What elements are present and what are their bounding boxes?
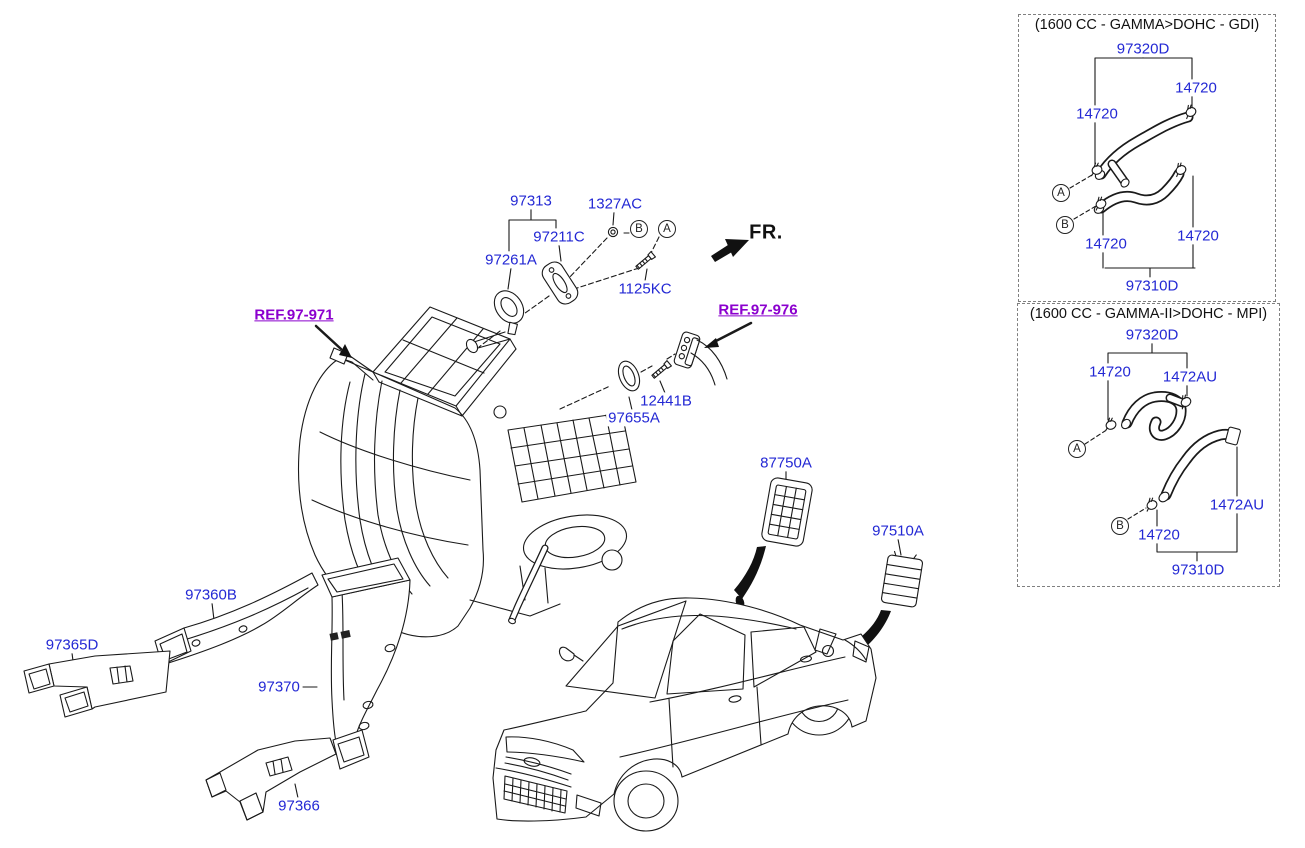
inset-mpi-art xyxy=(1084,341,1241,562)
part-label-97366: 97366 xyxy=(276,797,322,815)
duct-97366-drawing xyxy=(205,737,337,821)
gdi-label-97310d: 97310D xyxy=(1123,277,1181,295)
mpi-label-97320d: 97320D xyxy=(1123,326,1181,344)
heater-hose-connector-drawing xyxy=(673,331,728,386)
roof-vent-arrow xyxy=(734,546,766,609)
part-label-97655a: 97655A xyxy=(606,409,662,427)
roof-vent-87750a-drawing xyxy=(761,477,813,547)
bolt-12441b-drawing xyxy=(650,360,672,381)
inset-box-gdi: (1600 CC - GAMMA>DOHC - GDI) xyxy=(1018,14,1276,302)
inset-gdi-title: (1600 CC - GAMMA>DOHC - GDI) xyxy=(1032,17,1262,33)
seal-97655a-drawing xyxy=(617,360,641,392)
callout-a-main: A xyxy=(658,220,676,238)
duct-97365d-drawing xyxy=(23,650,171,718)
part-label-97360b: 97360B xyxy=(183,586,239,604)
mpi-label-1472au-top-right: 1472AU xyxy=(1160,368,1220,386)
ref-971-arrow xyxy=(314,324,352,358)
gdi-callout-a: A xyxy=(1052,184,1070,202)
inset-mpi-title: (1600 CC - GAMMA-II>DOHC - MPI) xyxy=(1027,306,1270,322)
gdi-label-97320d: 97320D xyxy=(1114,40,1172,58)
part-label-97365d: 97365D xyxy=(43,636,101,654)
part-label-1125kc: 1125KC xyxy=(616,280,674,298)
ref-link-97-971[interactable]: REF.97-971 xyxy=(252,306,336,324)
heater-unit-drawing xyxy=(298,306,637,638)
duct-97370-drawing xyxy=(321,557,411,770)
mpi-label-14720-bottom: 14720 xyxy=(1136,526,1182,544)
mpi-label-1472au-right: 1472AU xyxy=(1207,496,1267,514)
part-label-1327ac: 1327AC xyxy=(585,195,645,213)
mpi-callout-b: B xyxy=(1111,517,1129,535)
gdi-callout-b: B xyxy=(1056,216,1074,234)
ref-976-arrow xyxy=(704,321,753,348)
seal-97261a-drawing xyxy=(493,290,525,336)
part-label-97211c: 97211C xyxy=(531,228,587,246)
part-label-87750a: 87750A xyxy=(758,454,814,472)
fr-direction-arrow xyxy=(711,239,749,262)
gdi-label-14720-bottom-left: 14720 xyxy=(1083,235,1129,253)
plate-97211c-drawing xyxy=(541,261,579,305)
quarter-vent-97510a-drawing xyxy=(880,550,924,608)
part-label-97313: 97313 xyxy=(508,192,554,210)
inset-gdi-art xyxy=(1069,41,1198,278)
bolt-1125kc-drawing xyxy=(634,251,656,272)
inset-box-mpi: (1600 CC - GAMMA-II>DOHC - MPI) xyxy=(1017,303,1280,587)
callout-b-main: B xyxy=(630,220,648,238)
gdi-label-14720-left: 14720 xyxy=(1074,105,1120,123)
mpi-label-14720-left: 14720 xyxy=(1087,363,1133,381)
car-drawing xyxy=(492,597,877,832)
part-label-12441b: 12441B xyxy=(638,392,694,410)
gdi-label-14720-top-right: 14720 xyxy=(1173,79,1219,97)
fr-label: FR. xyxy=(749,221,783,244)
gdi-label-14720-bottom-right: 14720 xyxy=(1175,227,1221,245)
mpi-label-97310d: 97310D xyxy=(1169,561,1227,579)
ref-link-97-976[interactable]: REF.97-976 xyxy=(716,301,800,319)
part-label-97261a: 97261A xyxy=(483,251,539,269)
washer-1327ac-drawing xyxy=(607,226,619,238)
part-label-97370: 97370 xyxy=(256,678,302,696)
mpi-callout-a: A xyxy=(1068,440,1086,458)
part-label-97510a: 97510A xyxy=(870,522,926,540)
